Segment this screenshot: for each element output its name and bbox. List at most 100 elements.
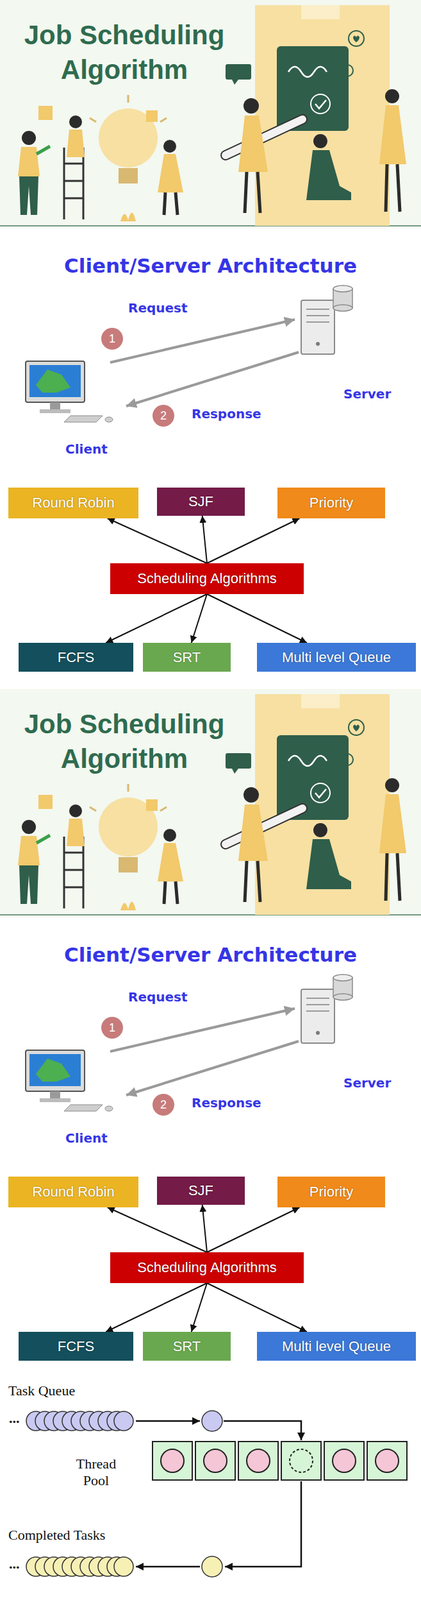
illustration-part	[25, 360, 85, 402]
algorithm-box: FCFS	[18, 1330, 134, 1360]
box-label: Round Robin	[32, 1182, 115, 1199]
queue-label: Task Queue	[8, 1380, 75, 1398]
node-label: Server	[343, 385, 391, 402]
illustration-part	[276, 46, 349, 131]
algorithm-box: Round Robin	[8, 487, 139, 518]
connector-arrow	[105, 593, 207, 643]
illustration-part	[375, 1447, 399, 1471]
illustration-part	[224, 1479, 302, 1565]
illustration-part	[64, 180, 84, 182]
connector-arrow	[202, 1203, 207, 1251]
illustration-part	[367, 1439, 407, 1479]
illustration-part	[223, 1419, 302, 1439]
algorithm-box: Multi level Queue	[256, 642, 416, 671]
illustration-part	[21, 130, 36, 145]
illustration-part	[379, 105, 407, 165]
illustration-part	[289, 1447, 313, 1471]
algorithm-box: FCFS	[18, 642, 134, 671]
algorithm-box: Priority	[277, 1175, 386, 1206]
box-label: Priority	[309, 494, 354, 511]
illustration-part	[397, 164, 400, 212]
illustration-part	[310, 94, 331, 114]
arrow-label: Request	[128, 988, 188, 1004]
illustration-part	[238, 1439, 279, 1479]
illustration-part	[26, 1555, 134, 1575]
box-label: Multi level Queue	[281, 648, 391, 666]
illustration-part	[120, 212, 136, 222]
box-label: Scheduling Algorithms	[137, 1257, 277, 1275]
illustration-part	[324, 1439, 364, 1479]
illustration-part	[306, 308, 330, 310]
illustration-part	[257, 171, 261, 213]
connector-arrow	[191, 593, 207, 643]
illustration-part	[195, 1439, 236, 1479]
illustration-part	[69, 115, 83, 129]
illustration-part	[301, 5, 340, 20]
illustration-part	[315, 341, 320, 346]
connector-arrow	[206, 1281, 307, 1331]
connector-arrow	[105, 1281, 207, 1331]
box-label: Scheduling Algorithms	[137, 569, 277, 587]
illustration-part	[152, 1439, 407, 1479]
illustration-part	[135, 1564, 200, 1567]
illustration-part	[114, 1409, 134, 1429]
ellipsis: ...	[8, 1408, 20, 1426]
box-label: SJF	[188, 1180, 214, 1198]
algorithm-box: Multi level Queue	[256, 1330, 416, 1360]
illustration-part	[315, 99, 327, 109]
illustration-part	[160, 117, 167, 122]
arrow-label: Response	[191, 405, 262, 421]
callout-number: 1	[108, 1019, 116, 1034]
illustration-part	[306, 149, 352, 200]
illustration-part	[306, 314, 330, 316]
illustration-part	[201, 1409, 223, 1430]
node-label: Client	[65, 440, 108, 457]
algorithm-box: SJF	[156, 1175, 245, 1204]
section-title: Client/Server Architecture	[64, 253, 357, 278]
box-label: Round Robin	[32, 494, 115, 511]
illustration-part	[39, 408, 71, 413]
repeated-panels	[0, 0, 421, 689]
illustration-part	[35, 369, 71, 393]
illustration-part	[244, 171, 247, 213]
illustration-part	[0, 0, 421, 229]
illustration-part	[63, 147, 66, 220]
illustration-part	[225, 64, 252, 80]
box-label: Priority	[309, 1182, 354, 1199]
illustration-part	[243, 98, 259, 114]
connector-arrow	[206, 593, 307, 643]
illustration-part	[89, 117, 97, 122]
client-server-illustration	[0, 229, 421, 470]
callout-number: 1	[108, 331, 116, 346]
illustration-part	[17, 146, 40, 177]
ellipsis: ...	[8, 1553, 20, 1571]
panel-title: Job Scheduling Algorithm	[12, 17, 237, 88]
illustration-part	[135, 1418, 200, 1421]
illustration-part	[288, 66, 327, 77]
algorithm-box: Scheduling Algorithms	[110, 1250, 304, 1282]
title-illustration	[0, 0, 421, 229]
box-label: FCFS	[57, 1336, 95, 1354]
illustration-part	[201, 1554, 223, 1576]
illustration-part	[332, 1447, 356, 1471]
illustration-part	[238, 115, 268, 172]
illustration-part	[126, 351, 299, 406]
arrow-label: Response	[191, 1093, 262, 1110]
illustration-part	[175, 192, 178, 215]
illustration-part	[29, 364, 81, 397]
repeated-panels-copy	[0, 688, 421, 1377]
illustration-part	[36, 146, 50, 154]
algorithm-box: SRT	[142, 1330, 231, 1360]
illustration-part	[0, 229, 421, 470]
connector-arrow	[202, 515, 207, 563]
illustration-part	[255, 5, 390, 226]
illustration-part	[306, 321, 330, 323]
box-label: SRT	[173, 648, 202, 666]
algorithm-box: Scheduling Algorithms	[110, 562, 304, 594]
illustration-part	[118, 167, 138, 184]
thread-pool-illustration	[26, 1409, 407, 1576]
illustration-part	[82, 147, 85, 220]
connector-arrow	[107, 517, 207, 563]
